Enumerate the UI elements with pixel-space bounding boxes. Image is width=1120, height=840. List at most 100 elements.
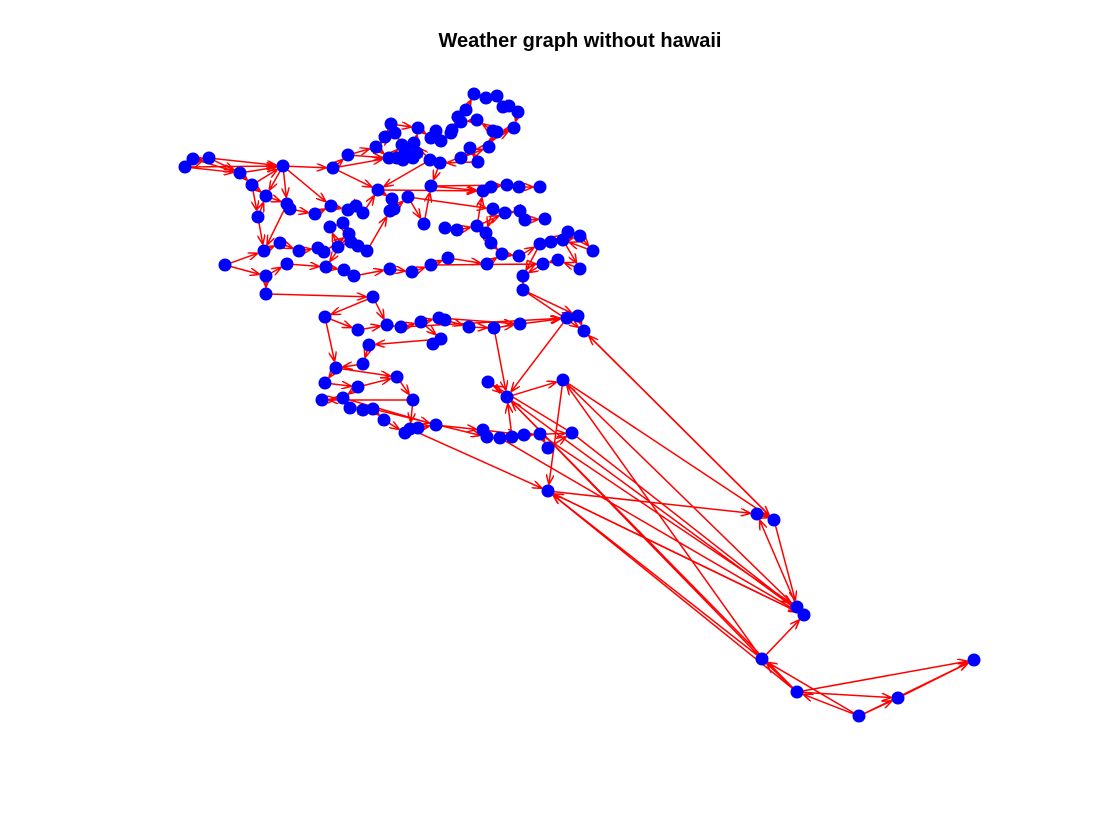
graph-node	[517, 428, 531, 442]
graph-node	[482, 140, 496, 154]
graph-edge	[589, 336, 774, 520]
graph-edge	[440, 317, 513, 323]
graph-edge	[760, 521, 797, 606]
graph-node	[507, 121, 521, 135]
graph-node	[371, 183, 385, 197]
graph-node	[480, 257, 494, 271]
graph-node	[852, 709, 866, 723]
graph-node	[454, 151, 468, 165]
graph-edge	[899, 663, 968, 698]
graph-edge	[284, 166, 326, 201]
graph-node	[438, 221, 452, 235]
graph-node	[556, 373, 570, 387]
graph-node	[573, 229, 587, 243]
graph-node	[414, 315, 428, 329]
graph-node	[423, 153, 437, 167]
graph-node	[434, 332, 448, 346]
graph-node	[750, 507, 764, 521]
graph-node	[433, 156, 447, 170]
graph-edge	[449, 258, 480, 263]
graph-node	[410, 146, 424, 160]
graph-node	[273, 236, 287, 250]
graph-edge	[411, 429, 541, 488]
graph-node	[337, 263, 351, 277]
graph-edge	[512, 402, 797, 692]
graph-node	[755, 652, 769, 666]
graph-node	[471, 155, 485, 169]
edges-layer	[186, 95, 967, 716]
graph-node	[351, 380, 365, 394]
graph-edge	[210, 157, 276, 165]
graph-edge	[332, 297, 372, 314]
graph-edge	[283, 167, 286, 197]
graph-node	[470, 113, 484, 127]
graph-node	[441, 251, 455, 265]
graph-edge	[512, 319, 567, 391]
graph-node	[411, 421, 425, 435]
graph-edge	[324, 318, 334, 361]
graph-node	[366, 402, 380, 416]
graph-node	[454, 115, 468, 129]
graph-node	[343, 401, 357, 415]
graph-node	[398, 143, 412, 157]
graph-node	[394, 320, 408, 334]
graph-edge	[804, 695, 858, 716]
graph-node	[383, 262, 397, 276]
graph-node	[479, 91, 493, 105]
graph-node	[571, 309, 585, 323]
graph-node	[377, 413, 391, 427]
graph-node	[487, 321, 501, 335]
graph-node	[326, 161, 340, 175]
graph-node	[401, 190, 415, 204]
graph-node	[429, 418, 443, 432]
graph-edge	[186, 166, 276, 167]
graph-edge	[762, 620, 798, 659]
graph-node	[202, 151, 216, 165]
graph-edge	[501, 438, 798, 611]
graph-node	[790, 685, 804, 699]
graph-node	[513, 317, 527, 331]
graph-node	[493, 431, 507, 445]
graph-node	[481, 375, 495, 389]
graph-node	[251, 210, 265, 224]
graph-node	[484, 180, 498, 194]
graph-edge	[374, 408, 480, 435]
graph-edge	[567, 386, 762, 658]
graph-node	[276, 159, 290, 173]
graph-node	[797, 608, 811, 622]
graph-node	[512, 249, 526, 263]
graph-edge	[349, 155, 382, 157]
graph-node	[516, 283, 530, 297]
graph-node	[259, 269, 273, 283]
graph-node	[586, 244, 600, 258]
graph-node	[467, 87, 481, 101]
graph-node	[283, 202, 297, 216]
graph-edge	[226, 254, 257, 266]
graph-edge	[508, 382, 556, 398]
graph-node	[245, 178, 259, 192]
graph-edge	[554, 496, 796, 692]
graph-edge	[541, 434, 791, 603]
graph-node	[445, 123, 459, 137]
graph-node	[438, 313, 452, 327]
graph-node	[424, 179, 438, 193]
graph-node	[186, 152, 200, 166]
graph-node	[347, 269, 361, 283]
graph-node	[470, 219, 484, 233]
graph-node	[405, 265, 419, 279]
graph-node	[407, 136, 421, 150]
graph-node	[342, 227, 356, 241]
graph-edge	[493, 329, 505, 390]
graph-node	[259, 189, 273, 203]
graph-node	[341, 148, 355, 162]
graph-edge	[288, 264, 319, 266]
graph-node	[331, 240, 345, 254]
graph-node	[362, 338, 376, 352]
graph-node	[308, 207, 322, 221]
graph-node	[317, 245, 331, 259]
graph-node	[318, 310, 332, 324]
graph-node	[541, 441, 555, 455]
graph-node	[450, 223, 464, 237]
graph-node	[533, 180, 547, 194]
